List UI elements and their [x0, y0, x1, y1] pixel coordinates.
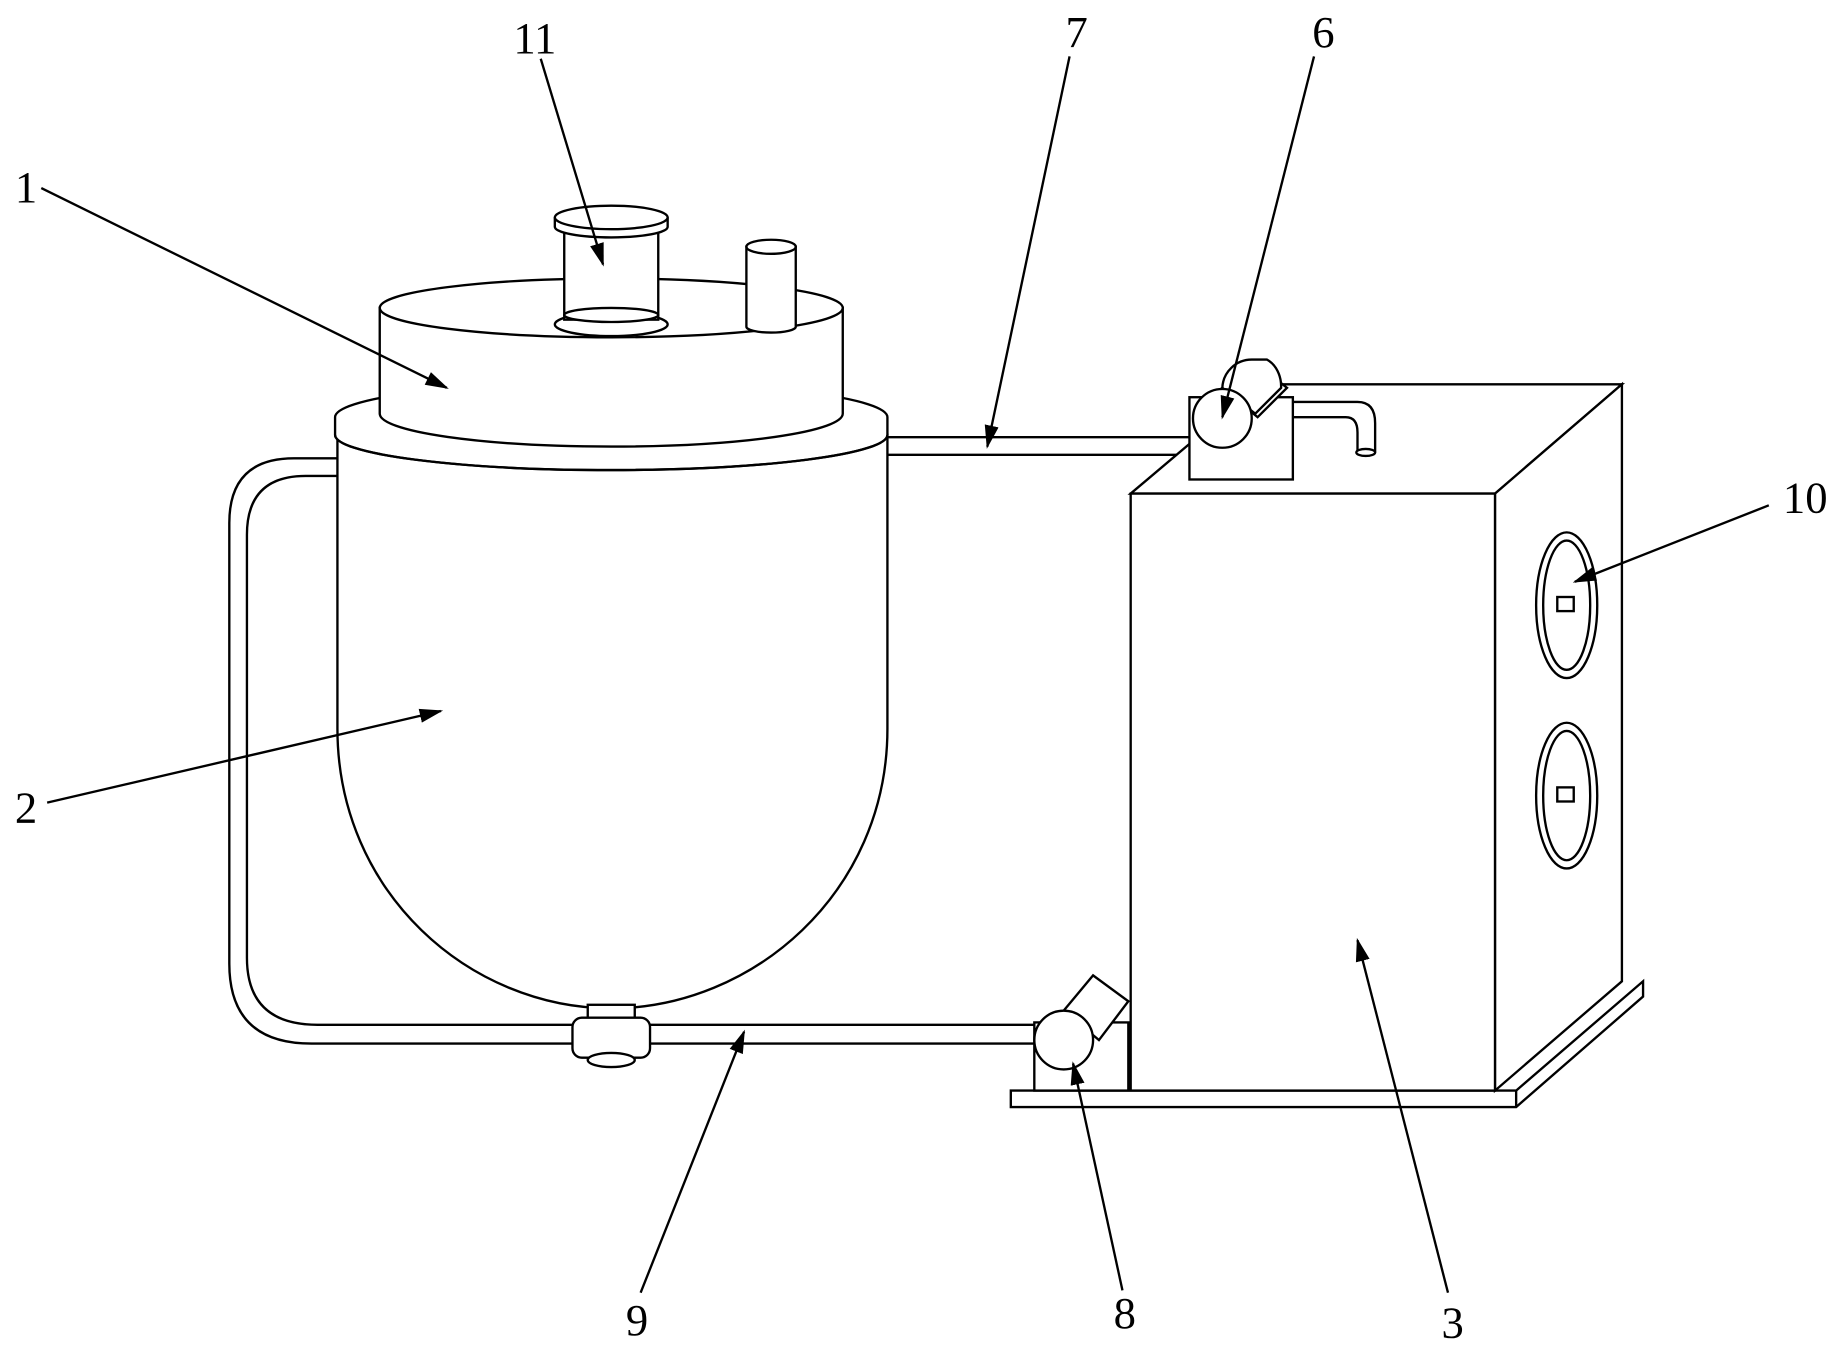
inlet-flange [555, 206, 668, 336]
vent-cylinder [746, 240, 795, 333]
label-tank: 2 [15, 783, 37, 833]
top-pipe [887, 437, 1189, 455]
tank-body [337, 435, 887, 1008]
label-lid: 1 [15, 162, 37, 212]
label-gauge: 10 [1783, 472, 1828, 522]
label-top-pump: 6 [1312, 7, 1334, 57]
label-bottom-pump: 8 [1114, 1288, 1136, 1338]
gauge-upper [1536, 532, 1597, 678]
label-top-pipe: 7 [1065, 7, 1087, 57]
outlet-valve [572, 1005, 650, 1067]
bottom-pump [1034, 975, 1128, 1090]
gauge-lower [1536, 723, 1597, 869]
label-inlet: 11 [513, 13, 556, 63]
label-bottom-pipe: 9 [626, 1295, 648, 1345]
label-box: 3 [1442, 1297, 1464, 1347]
